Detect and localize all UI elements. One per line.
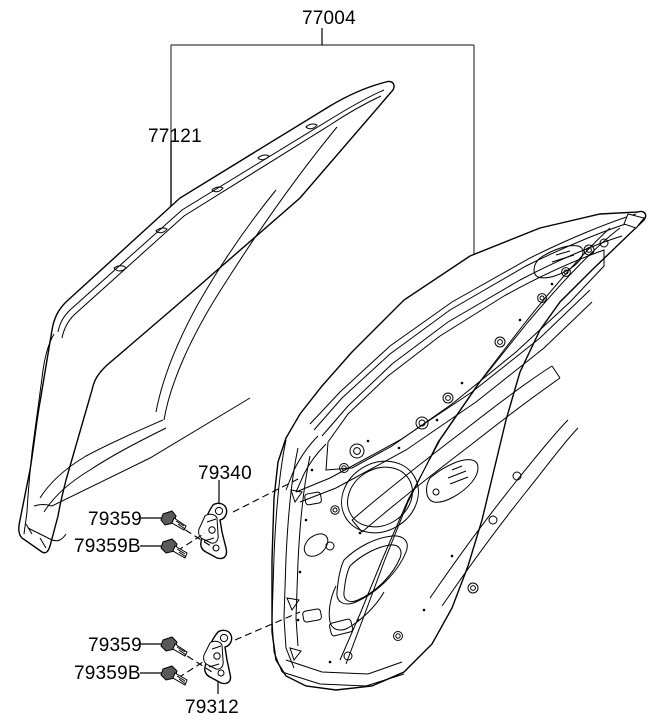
label-bolt-upper-79359b: 79359B [74, 536, 141, 557]
label-assembly-77004: 77004 [302, 8, 356, 29]
label-lower-hinge-79312: 79312 [185, 697, 239, 718]
hinge-bolt-lower-a [140, 636, 213, 673]
hinge-bolt-upper-b [140, 532, 206, 559]
label-outer-panel-77121: 77121 [148, 126, 202, 147]
lower-door-hinge [203, 611, 301, 694]
hinge-bolt-lower-b [140, 659, 207, 686]
hinge-bolt-upper-a [140, 510, 215, 549]
label-upper-hinge-79340: 79340 [198, 463, 252, 484]
rear-door-inner-frame [271, 210, 647, 691]
label-bolt-lower-79359b: 79359B [74, 663, 141, 684]
label-bolt-upper-79359: 79359 [88, 509, 142, 530]
label-bolt-lower-79359: 79359 [88, 635, 142, 656]
rear-door-outer-panel [17, 80, 395, 554]
